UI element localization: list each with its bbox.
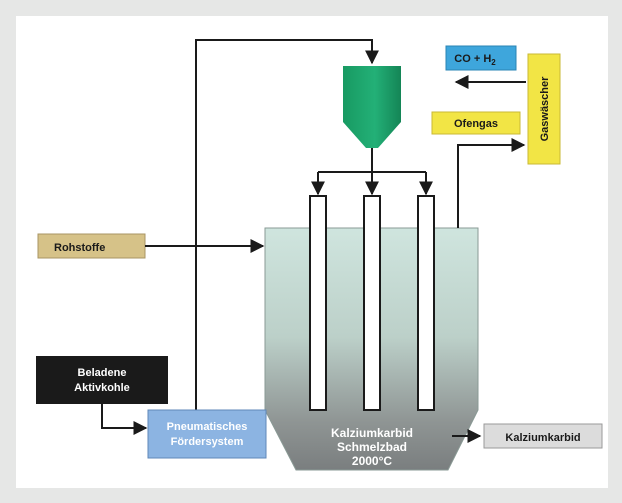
gaswascher-label: Gaswäscher <box>539 76 551 142</box>
ofengas-label: Ofengas <box>454 118 498 130</box>
furnace-label-line2: Schmelzbad <box>337 440 407 454</box>
pneumatic-conveyor-box <box>147 409 267 459</box>
beladene-label-line1: Beladene <box>78 367 127 379</box>
beladene-aktivkohle-box <box>36 356 168 404</box>
recycle-feed-line <box>195 39 379 410</box>
hopper <box>343 66 401 148</box>
pneumatic-label-line2: Fördersystem <box>171 436 244 448</box>
electrode-right <box>417 195 435 411</box>
kalziumkarbid-output-box <box>483 423 603 449</box>
output-label: Kalziumkarbid <box>505 432 580 444</box>
distribution-lines <box>311 148 433 196</box>
offgas-line <box>457 138 526 228</box>
co-h2-label: CO + H2 <box>454 53 496 67</box>
electrode-left <box>309 195 327 411</box>
furnace-label-line1: Kalziumkarbid <box>331 426 413 440</box>
pneumatic-label-line1: Pneumatisches <box>167 421 248 433</box>
electrode-middle <box>363 195 381 411</box>
rohstoffe-box <box>37 233 146 259</box>
gaswascher-box <box>527 53 561 165</box>
furnace-label-line3: 2000°C <box>352 454 392 468</box>
rohstoffe-label: Rohstoffe <box>54 242 105 254</box>
co-h2-box <box>445 45 517 71</box>
beladene-label-line2: Aktivkohle <box>74 382 130 394</box>
beladene-arrow <box>101 404 148 435</box>
ofengas-box <box>431 111 521 135</box>
